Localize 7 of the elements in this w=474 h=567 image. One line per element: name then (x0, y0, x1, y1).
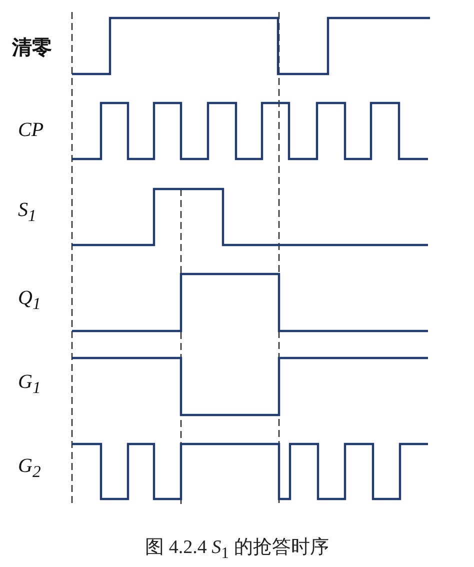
signal-name: 清零 (12, 38, 52, 58)
signal-name: Q$_{1}$ (18, 288, 41, 313)
signal-name: S$_{1}$ (18, 200, 36, 225)
signal-name: G$_{1}$ (18, 372, 41, 397)
signal-name: G$_{2}$ (18, 456, 41, 481)
figure-caption: 图 4.2.4 S$_{1}$ 的抢答时序 (145, 537, 329, 558)
signal-name: CP (18, 120, 44, 140)
